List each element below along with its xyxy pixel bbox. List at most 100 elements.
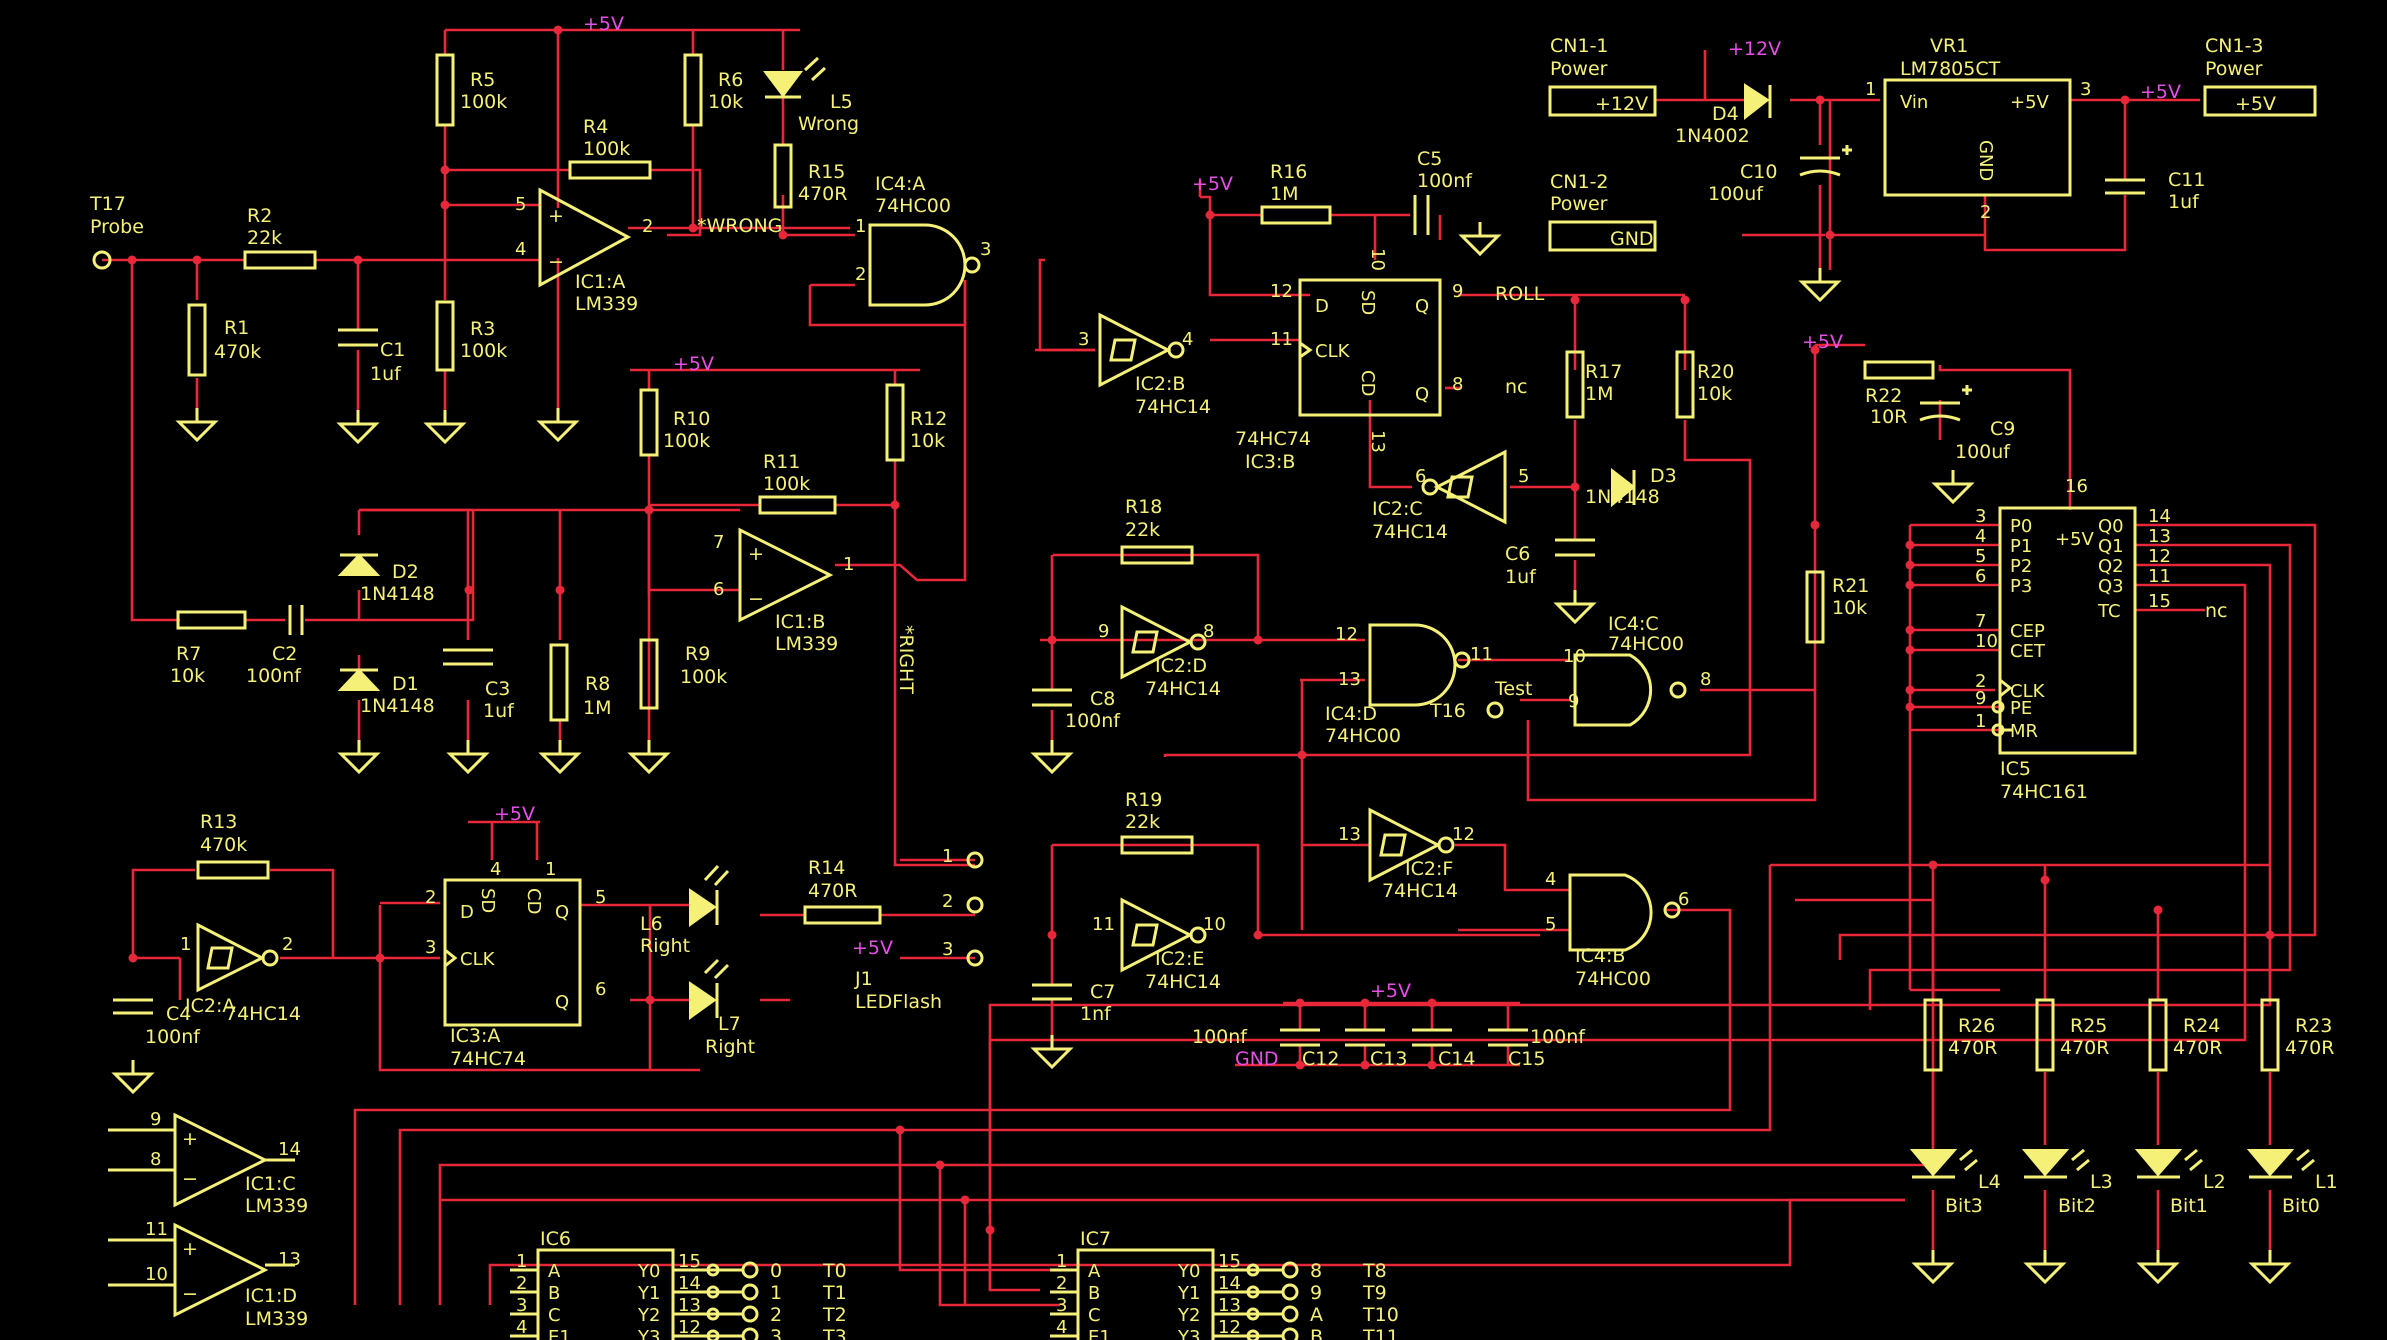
ic5-pin-number: 1 <box>1975 711 1986 732</box>
ic5-pin-number: 10 <box>1975 631 1998 652</box>
svg-text:Q: Q <box>1415 384 1429 405</box>
svg-text:C4: C4 <box>166 1003 191 1025</box>
svg-text:CN1-3: CN1-3 <box>2205 35 2264 57</box>
svg-text:11: 11 <box>1270 329 1293 350</box>
svg-text:2: 2 <box>282 934 293 955</box>
decoder-pin-number: 3 <box>1056 1295 1067 1316</box>
svg-text:IC4:C: IC4:C <box>1608 613 1659 635</box>
ic5-pin-number: 7 <box>1975 611 1986 632</box>
svg-text:R11: R11 <box>763 451 800 473</box>
svg-text:100k: 100k <box>583 138 630 160</box>
svg-text:74HC14: 74HC14 <box>1145 971 1221 993</box>
svg-text:Right: Right <box>640 935 690 957</box>
svg-text:1: 1 <box>180 934 191 955</box>
decoder-pin-number: 1 <box>1056 1251 1067 1272</box>
svg-text:R6: R6 <box>718 69 743 91</box>
test-point-name: T10 <box>1362 1304 1399 1326</box>
svg-text:74HC00: 74HC00 <box>1325 725 1401 747</box>
svg-text:Bit3: Bit3 <box>1945 1195 1983 1217</box>
capacitor-c5 <box>1413 195 1430 235</box>
svg-text:R10: R10 <box>673 408 710 430</box>
svg-text:R20: R20 <box>1697 361 1734 383</box>
test-point-name: T1 <box>822 1282 847 1304</box>
decoder-pin-name: Y2 <box>637 1305 660 1326</box>
svg-text:1uf: 1uf <box>370 363 402 385</box>
decoder-pin-name: B <box>548 1283 560 1304</box>
svg-text:LM339: LM339 <box>245 1308 308 1330</box>
svg-text:R14: R14 <box>808 857 845 879</box>
svg-text:7: 7 <box>713 532 724 553</box>
ic5-pin-name: TC <box>2097 601 2121 622</box>
svg-text:Test: Test <box>1494 678 1532 700</box>
svg-text:C15: C15 <box>1508 1048 1545 1070</box>
svg-text:9: 9 <box>1568 691 1579 712</box>
svg-text:C6: C6 <box>1505 543 1530 565</box>
vcc-label-ff: +5V <box>1192 173 1233 195</box>
test-point-terminal <box>1281 1261 1299 1279</box>
svg-text:10: 10 <box>1367 248 1388 271</box>
svg-text:R7: R7 <box>176 643 201 665</box>
decoder-pin-number: 14 <box>678 1273 701 1294</box>
svg-text:R8: R8 <box>585 673 610 695</box>
ground-icon <box>1933 468 1973 504</box>
svg-text:R22: R22 <box>1865 385 1902 407</box>
svg-text:1M: 1M <box>583 697 611 719</box>
ic5-pin-name: P1 <box>2010 536 2032 557</box>
svg-text:100nf: 100nf <box>246 665 302 687</box>
svg-text:13: 13 <box>1338 669 1361 690</box>
svg-text:L1: L1 <box>2315 1171 2338 1193</box>
ic5-pin-number: 4 <box>1975 526 1986 547</box>
decoder-pin-name: Y0 <box>637 1261 660 1282</box>
ground-icon <box>1913 1248 1953 1284</box>
svg-text:4: 4 <box>490 859 501 880</box>
svg-text:IC4:B: IC4:B <box>1575 945 1625 967</box>
decoder-output-bubble <box>706 1329 720 1340</box>
capacitor-c4 <box>113 998 153 1015</box>
svg-text:11: 11 <box>1470 644 1493 665</box>
svg-text:12: 12 <box>1335 624 1358 645</box>
svg-text:Bit0: Bit0 <box>2282 1195 2320 1217</box>
ic5-pin-name: Q1 <box>2098 536 2124 557</box>
svg-text:470R: 470R <box>808 880 857 902</box>
capacitor-c1 <box>338 328 378 347</box>
test-point-terminal <box>741 1305 759 1323</box>
svg-text:100uf: 100uf <box>1708 183 1764 205</box>
svg-text:2: 2 <box>642 216 653 237</box>
svg-text:Q: Q <box>555 992 569 1013</box>
ground-icon <box>629 738 669 774</box>
ground-icon <box>448 738 488 774</box>
svg-text:100nf: 100nf <box>145 1026 201 1048</box>
ic5-pin-number: 3 <box>1975 506 1986 527</box>
decoder-output-bubble <box>706 1263 720 1277</box>
svg-text:10: 10 <box>145 1264 168 1285</box>
svg-text:D3: D3 <box>1650 465 1677 487</box>
svg-text:IC1:D: IC1:D <box>245 1285 297 1307</box>
svg-text:SD: SD <box>1357 290 1378 315</box>
svg-text:10k: 10k <box>708 91 743 113</box>
flip-flops: D CLK SD CD Q Q 2 3 4 1 5 6 IC3:A74HC74 … <box>425 248 1463 1070</box>
test-point-name: T9 <box>1362 1282 1387 1304</box>
svg-text:5: 5 <box>1545 914 1556 935</box>
svg-text:1uf: 1uf <box>2168 191 2200 213</box>
svg-text:IC5: IC5 <box>2000 758 2031 780</box>
svg-text:Power: Power <box>2205 58 2263 80</box>
decoder-output-bubble <box>1246 1263 1260 1277</box>
svg-text:16: 16 <box>2065 476 2088 497</box>
svg-text:74HC00: 74HC00 <box>1575 968 1651 990</box>
svg-text:C10: C10 <box>1740 161 1777 183</box>
test-point-tag: 3 <box>770 1326 782 1340</box>
